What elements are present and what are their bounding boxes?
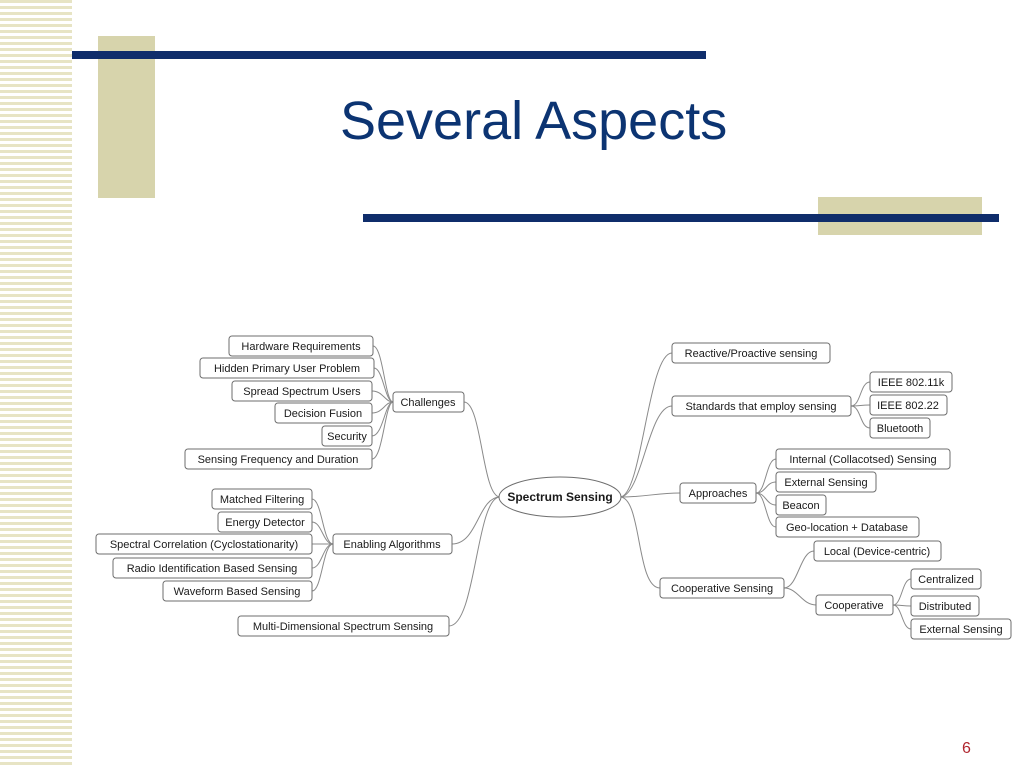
left-stripe-decoration	[0, 0, 72, 768]
bottom-accent-bar	[363, 214, 999, 222]
svg-text:Hardware Requirements: Hardware Requirements	[241, 341, 361, 353]
svg-text:Internal (Collacotsed) Sensing: Internal (Collacotsed) Sensing	[789, 454, 936, 466]
svg-text:Security: Security	[327, 431, 367, 443]
node-geo-location-database: Geo-location + Database	[775, 516, 920, 538]
node-security: Security	[321, 425, 373, 447]
center-node-label: Spectrum Sensing	[507, 490, 612, 504]
svg-text:Bluetooth: Bluetooth	[877, 423, 923, 435]
svg-text:Energy Detector: Energy Detector	[225, 517, 305, 529]
node-reactive-proactive-sensing: Reactive/Proactive sensing	[671, 342, 831, 364]
svg-text:Matched Filtering: Matched Filtering	[220, 494, 304, 506]
svg-text:Approaches: Approaches	[689, 488, 748, 500]
svg-text:External Sensing: External Sensing	[919, 624, 1002, 636]
node-spread-spectrum-users: Spread Spectrum Users	[231, 380, 373, 402]
node-decision-fusion: Decision Fusion	[274, 402, 373, 424]
svg-text:Sensing Frequency and Duration: Sensing Frequency and Duration	[198, 454, 359, 466]
node-energy-detector: Energy Detector	[217, 511, 313, 533]
svg-text:Distributed: Distributed	[919, 601, 972, 613]
node-approaches: Approaches	[679, 482, 757, 504]
node-centralized: Centralized	[910, 568, 982, 590]
svg-text:Decision Fusion: Decision Fusion	[284, 408, 362, 420]
svg-text:Hidden Primary User Problem: Hidden Primary User Problem	[214, 363, 360, 375]
node-beacon: Beacon	[775, 494, 827, 516]
node-ieee-802-22: IEEE 802.22	[869, 394, 948, 416]
node-internal-sensing: Internal (Collacotsed) Sensing	[775, 448, 951, 470]
svg-text:Spread Spectrum Users: Spread Spectrum Users	[243, 386, 361, 398]
node-waveform-based-sensing: Waveform Based Sensing	[162, 580, 313, 602]
node-external-sensing-cooperative: External Sensing	[910, 618, 1012, 640]
svg-text:IEEE 802.11k: IEEE 802.11k	[878, 377, 945, 389]
svg-text:Local (Device-centric): Local (Device-centric)	[824, 546, 930, 558]
node-enabling-algorithms-label: Enabling Algorithms	[343, 539, 441, 551]
node-cooperative: Cooperative	[815, 594, 894, 616]
node-spectral-correlation: Spectral Correlation (Cyclostationarity)	[95, 533, 313, 555]
node-challenges: Challenges	[392, 391, 465, 413]
node-standards-that-employ-sensing: Standards that employ sensing	[671, 395, 852, 417]
svg-text:Multi-Dimensional Spectrum Sen: Multi-Dimensional Spectrum Sensing	[253, 621, 433, 633]
slide-title: Several Aspects	[340, 91, 728, 151]
svg-text:IEEE 802.22: IEEE 802.22	[877, 400, 939, 412]
node-hidden-primary-user-problem: Hidden Primary User Problem	[199, 357, 375, 379]
top-left-accent-block	[98, 36, 155, 198]
svg-text:Radio Identification Based Sen: Radio Identification Based Sensing	[127, 563, 298, 575]
node-multi-dimensional-spectrum-sensing: Multi-Dimensional Spectrum Sensing	[237, 615, 450, 637]
node-sensing-frequency-and-duration: Sensing Frequency and Duration	[184, 448, 373, 470]
node-radio-identification-based-sensing: Radio Identification Based Sensing	[112, 557, 313, 579]
center-node: Spectrum Sensing	[498, 476, 622, 518]
svg-text:External Sensing: External Sensing	[784, 477, 867, 489]
svg-text:Cooperative Sensing: Cooperative Sensing	[671, 583, 773, 595]
node-enabling-algorithms: Enabling Algorithms	[332, 533, 453, 555]
svg-text:Spectral Correlation (Cyclosta: Spectral Correlation (Cyclostationarity)	[110, 539, 298, 551]
node-bluetooth: Bluetooth	[869, 417, 931, 439]
mind-map-connectors	[311, 345, 912, 630]
node-external-sensing-approach: External Sensing	[775, 471, 877, 493]
top-accent-bar	[72, 51, 706, 59]
node-cooperative-sensing: Cooperative Sensing	[659, 577, 785, 599]
svg-text:Standards that employ sensing: Standards that employ sensing	[685, 401, 836, 413]
svg-text:Cooperative: Cooperative	[824, 600, 883, 612]
node-distributed: Distributed	[910, 595, 980, 617]
svg-text:Reactive/Proactive sensing: Reactive/Proactive sensing	[685, 348, 818, 360]
svg-text:Centralized: Centralized	[918, 574, 974, 586]
node-matched-filtering: Matched Filtering	[211, 488, 313, 510]
svg-text:Waveform Based Sensing: Waveform Based Sensing	[174, 586, 301, 598]
svg-text:Geo-location + Database: Geo-location + Database	[786, 522, 908, 534]
page-number: 6	[962, 740, 971, 757]
svg-text:Beacon: Beacon	[782, 500, 819, 512]
node-hardware-requirements: Hardware Requirements	[228, 335, 374, 357]
node-ieee-802-11k: IEEE 802.11k	[869, 371, 953, 393]
node-challenges-label: Challenges	[400, 397, 456, 409]
node-local-device-centric: Local (Device-centric)	[813, 540, 942, 562]
